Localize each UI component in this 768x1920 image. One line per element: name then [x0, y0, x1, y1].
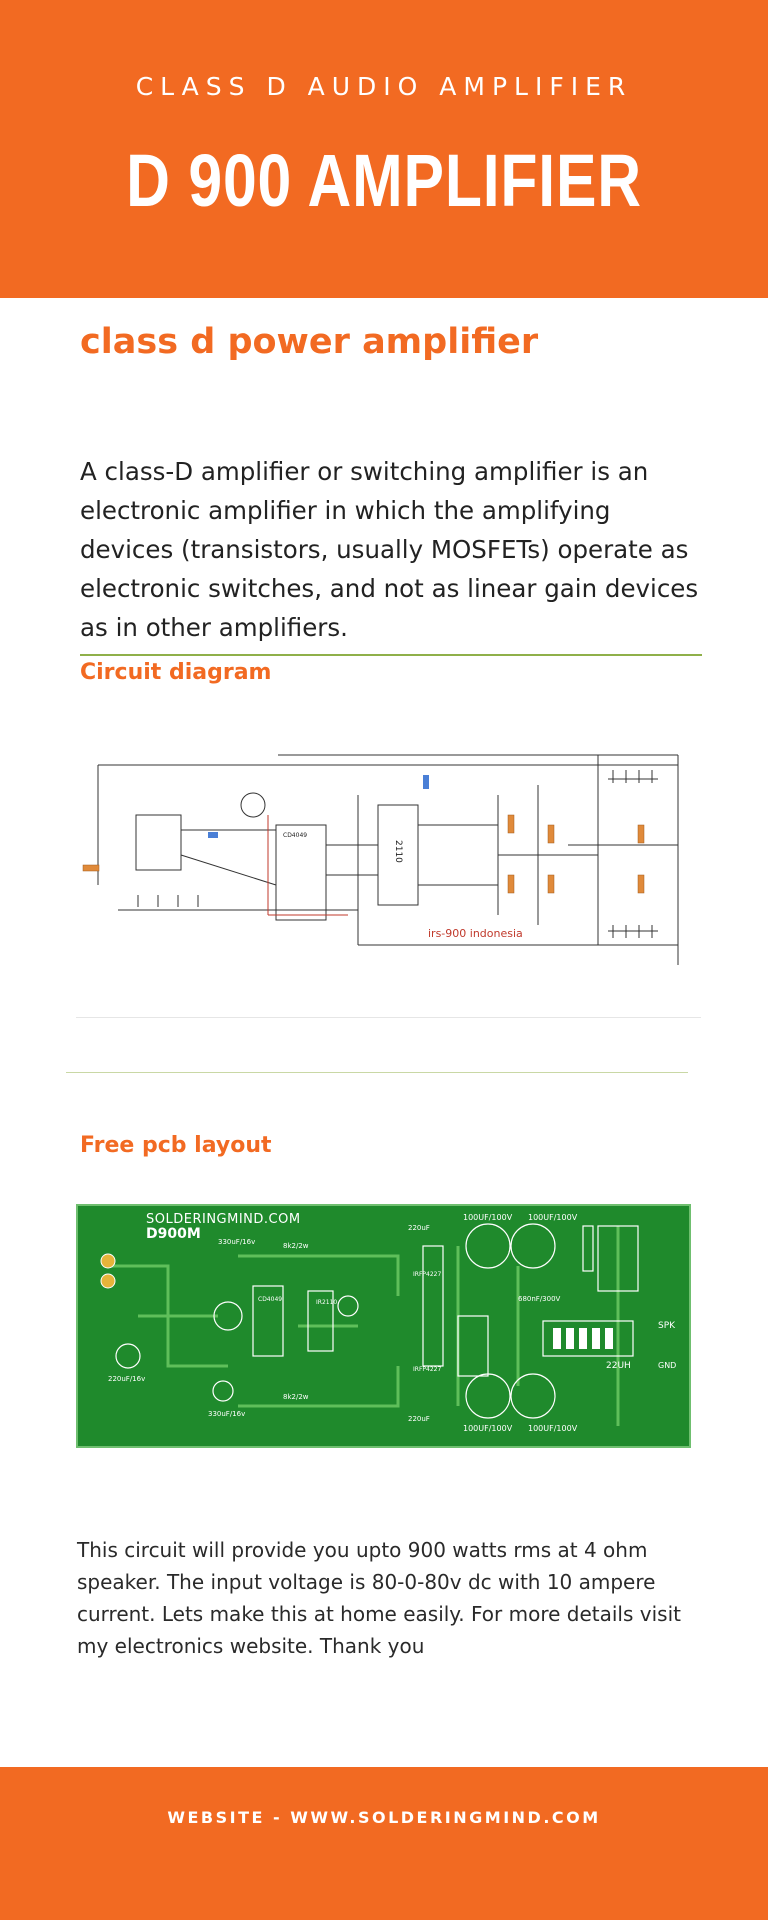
- ic-chip-label: 2110: [393, 840, 403, 863]
- svg-text:330uF/16v: 330uF/16v: [218, 1238, 255, 1246]
- schematic-watermark: irs-900 indonesia: [428, 927, 523, 940]
- svg-text:100UF/100V: 100UF/100V: [463, 1424, 513, 1433]
- website-link[interactable]: WEBSITE - WWW.SOLDERINGMIND.COM: [167, 1808, 601, 1827]
- svg-text:SPK: SPK: [658, 1321, 676, 1331]
- circuit-diagram-title: Circuit diagram: [80, 660, 272, 685]
- description-paragraph: This circuit will provide you upto 900 w…: [77, 1538, 681, 1658]
- svg-text:IRFP4227: IRFP4227: [413, 1271, 441, 1278]
- svg-text:8k2/2w: 8k2/2w: [283, 1242, 309, 1250]
- header-banner: [0, 0, 768, 298]
- pcb-layout-title: Free pcb layout: [80, 1133, 272, 1158]
- divider: [80, 654, 702, 656]
- svg-text:680nF/300V: 680nF/300V: [518, 1295, 561, 1303]
- footer-banner: [0, 1767, 768, 1920]
- pcb-brand: SOLDERINGMIND.COM: [146, 1212, 301, 1227]
- svg-text:8k2/2w: 8k2/2w: [283, 1393, 309, 1401]
- svg-text:IRFP4227: IRFP4227: [413, 1366, 441, 1373]
- svg-text:100UF/100V: 100UF/100V: [528, 1213, 578, 1222]
- svg-text:CD4049: CD4049: [258, 1296, 282, 1303]
- page-title: D 900 AMPLIFIER: [126, 139, 642, 222]
- svg-text:IR2110: IR2110: [316, 1299, 337, 1306]
- intro-paragraph: A class-D amplifier or switching amplifi…: [80, 457, 699, 642]
- ic-part-label: CD4049: [283, 832, 307, 839]
- svg-text:GND: GND: [658, 1361, 676, 1370]
- divider: [66, 1072, 688, 1073]
- pcb-model: D900M: [146, 1226, 201, 1242]
- pcb-layout-image: SOLDERINGMIND.COM D900M: [76, 1204, 691, 1448]
- svg-text:22UH: 22UH: [606, 1361, 631, 1371]
- svg-text:220uF: 220uF: [408, 1224, 430, 1232]
- section-title: class d power amplifier: [80, 322, 539, 362]
- header-kicker: CLASS D AUDIO AMPLIFIER: [135, 72, 633, 101]
- circuit-diagram-image: 2110 CD4049 irs-900 indonesia: [78, 735, 700, 980]
- svg-text:330uF/16v: 330uF/16v: [208, 1410, 245, 1418]
- svg-text:100UF/100V: 100UF/100V: [463, 1213, 513, 1222]
- faint-divider: [76, 1017, 701, 1018]
- svg-text:220uF/16v: 220uF/16v: [108, 1375, 145, 1383]
- svg-text:100UF/100V: 100UF/100V: [528, 1424, 578, 1433]
- svg-text:220uF: 220uF: [408, 1415, 430, 1423]
